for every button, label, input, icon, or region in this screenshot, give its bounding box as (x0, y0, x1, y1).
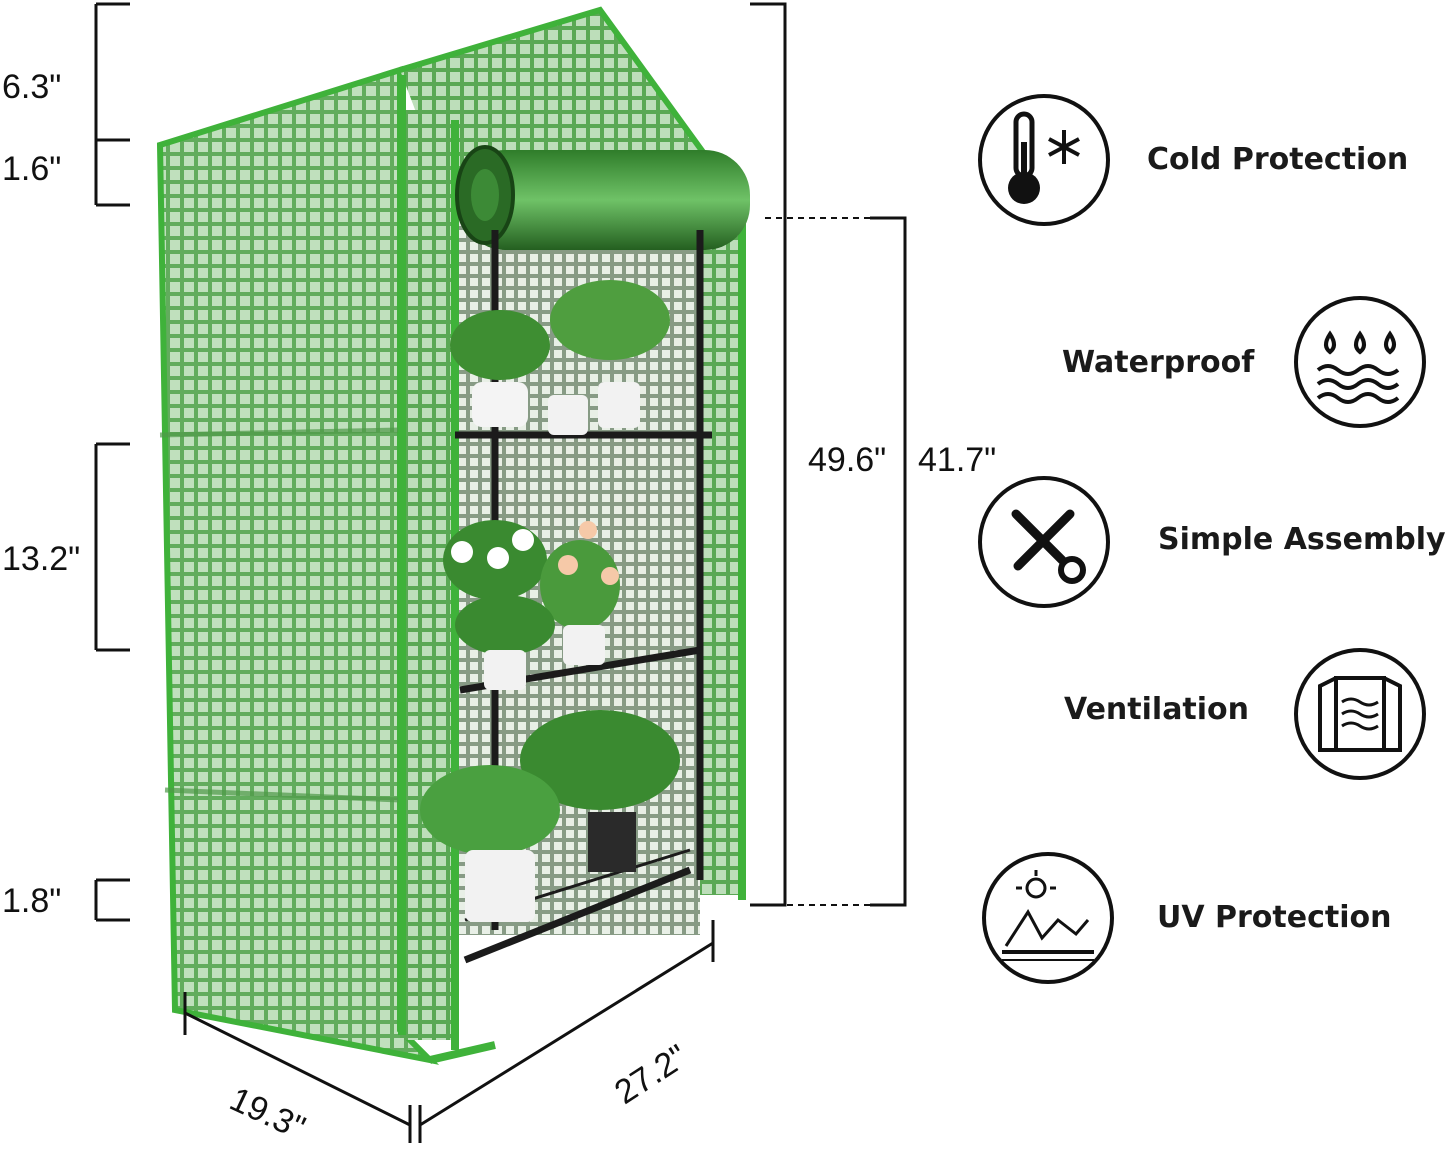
feature-label-waterproof: Waterproof (1062, 345, 1255, 380)
feature-label-cold-protection: Cold Protection (1147, 142, 1409, 177)
sun-uv-icon (982, 852, 1114, 984)
dim-bottom-clearance: 1.8" (2, 882, 62, 920)
dim-wall-height: 41.7" (918, 441, 997, 479)
plants (420, 280, 680, 922)
dim-shelf-spacing: 13.2" (2, 540, 81, 578)
dimension-lines (94, 2, 907, 1143)
feature-label-ventilation: Ventilation (1064, 692, 1250, 727)
wrench-screwdriver-icon (978, 476, 1110, 608)
feature-label-simple-assembly: Simple Assembly (1158, 522, 1445, 557)
dim-roof-height: 6.3" (2, 68, 62, 106)
rolled-door (455, 145, 750, 250)
dim-total-height: 49.6" (808, 441, 887, 479)
water-drops-waves-icon (1294, 296, 1426, 428)
feature-label-uv-protection: UV Protection (1157, 900, 1392, 935)
greenhouse-side-panel (156, 65, 440, 1065)
open-window-icon (1294, 648, 1426, 780)
dim-eave-height: 1.6" (2, 150, 62, 188)
thermometer-snowflake-icon (978, 94, 1110, 226)
